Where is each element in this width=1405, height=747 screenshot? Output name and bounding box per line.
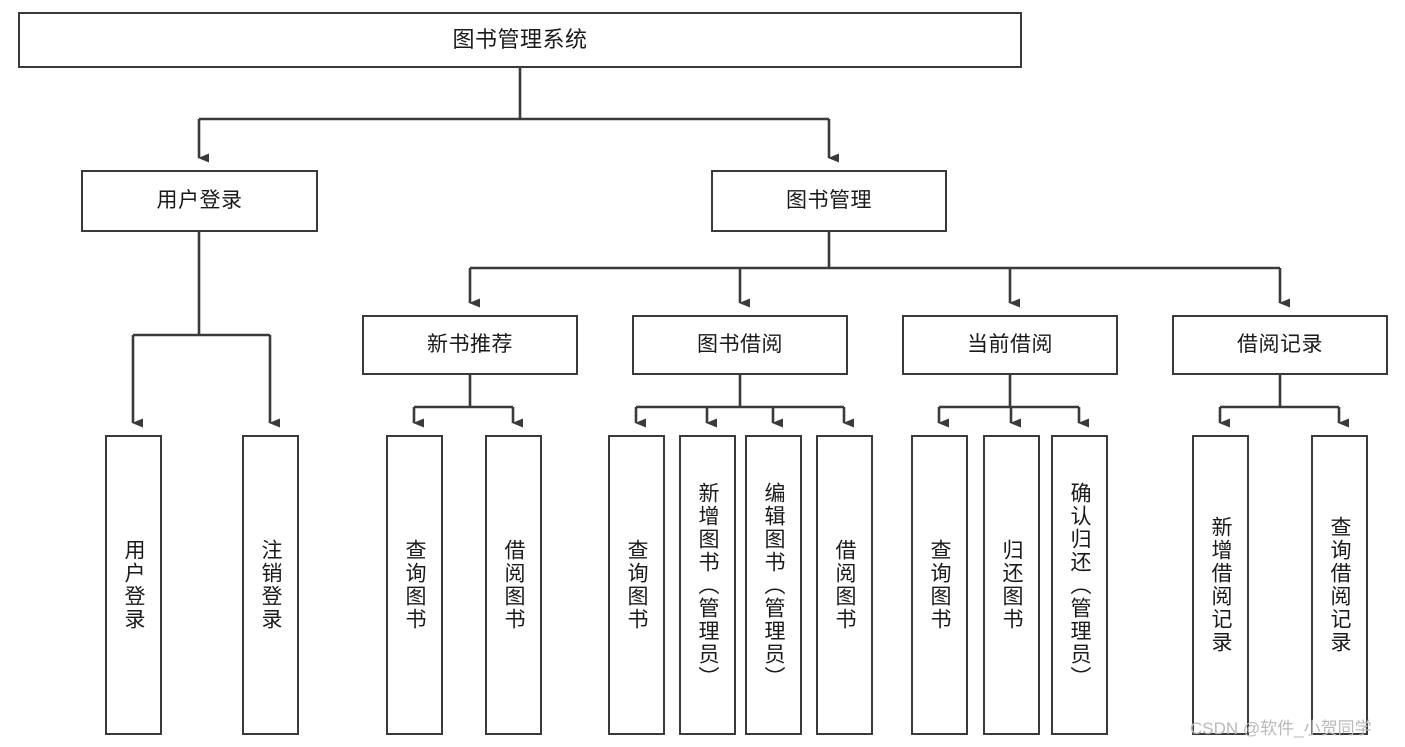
node-leaf-query-book-3[interactable]: 查询图书 [911, 435, 968, 735]
node-leaf-query-book-1-label: 查询图书 [403, 539, 426, 631]
node-borrow-record-label: 借阅记录 [1237, 332, 1323, 356]
node-new-book-recommend-label: 新书推荐 [427, 332, 513, 356]
node-user-login[interactable]: 用户登录 [81, 170, 318, 232]
node-root-label: 图书管理系统 [452, 27, 588, 53]
node-leaf-borrow-book-2[interactable]: 借阅图书 [816, 435, 873, 735]
node-leaf-query-book-2-label: 查询图书 [625, 539, 648, 631]
node-leaf-edit-book[interactable]: 编辑图书（管理员） [745, 435, 802, 735]
node-leaf-query-record-label: 查询借阅记录 [1328, 516, 1351, 654]
node-leaf-query-book-3-label: 查询图书 [928, 539, 951, 631]
node-current-borrow[interactable]: 当前借阅 [902, 315, 1118, 375]
node-book-borrow-label: 图书借阅 [697, 332, 783, 356]
node-leaf-query-book-1[interactable]: 查询图书 [386, 435, 443, 735]
node-book-borrow[interactable]: 图书借阅 [632, 315, 848, 375]
edge-bookborrow-to-leaves [634, 375, 854, 428]
edge-borrowrecord-to-leaves [1218, 375, 1349, 428]
node-book-management[interactable]: 图书管理 [711, 170, 947, 232]
watermark: CSDN @软件_小贺同学 [1190, 719, 1372, 738]
node-leaf-user-login[interactable]: 用户登录 [105, 435, 162, 735]
node-leaf-edit-book-label: 编辑图书（管理员） [762, 481, 785, 689]
edge-newbook-to-leaves [412, 375, 523, 428]
node-leaf-confirm-return-label: 确认归还（管理员） [1068, 481, 1091, 689]
edge-root-to-level2 [197, 68, 839, 163]
node-user-login-label: 用户登录 [156, 188, 243, 212]
node-current-borrow-label: 当前借阅 [967, 332, 1053, 356]
node-leaf-add-record[interactable]: 新增借阅记录 [1192, 435, 1249, 735]
node-leaf-add-book[interactable]: 新增图书（管理员） [679, 435, 736, 735]
node-leaf-borrow-book-2-label: 借阅图书 [833, 539, 856, 631]
node-leaf-logout[interactable]: 注销登录 [242, 435, 299, 735]
node-borrow-record[interactable]: 借阅记录 [1172, 315, 1388, 375]
node-leaf-add-record-label: 新增借阅记录 [1209, 516, 1232, 654]
node-leaf-return-book[interactable]: 归还图书 [983, 435, 1040, 735]
node-new-book-recommend[interactable]: 新书推荐 [362, 315, 578, 375]
node-leaf-logout-label: 注销登录 [259, 539, 282, 631]
edge-userlogin-to-leaves [131, 232, 280, 428]
node-book-management-label: 图书管理 [786, 188, 872, 212]
node-root[interactable]: 图书管理系统 [18, 12, 1022, 68]
node-leaf-return-book-label: 归还图书 [1000, 539, 1023, 631]
edge-currentborrow-to-leaves [937, 375, 1089, 428]
node-leaf-borrow-book-1[interactable]: 借阅图书 [485, 435, 542, 735]
edge-bookmgmt-to-level3 [468, 232, 1290, 308]
node-leaf-user-login-label: 用户登录 [122, 539, 145, 631]
node-leaf-add-book-label: 新增图书（管理员） [696, 481, 719, 689]
node-leaf-confirm-return[interactable]: 确认归还（管理员） [1051, 435, 1108, 735]
node-leaf-borrow-book-1-label: 借阅图书 [502, 539, 525, 631]
node-leaf-query-book-2[interactable]: 查询图书 [608, 435, 665, 735]
node-leaf-query-record[interactable]: 查询借阅记录 [1311, 435, 1368, 735]
